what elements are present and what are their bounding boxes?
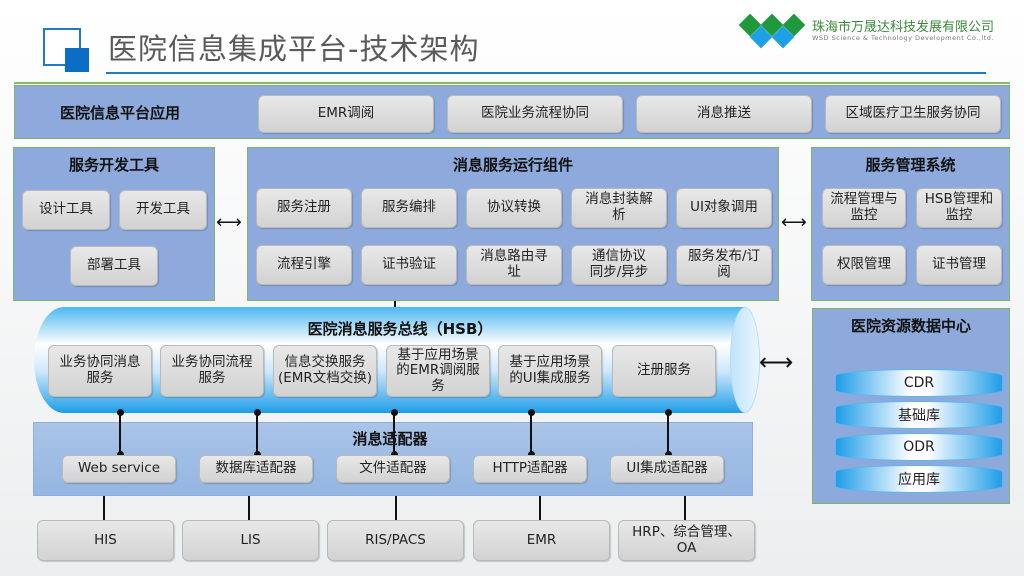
runtime-item-sync[interactable]: 通信协议同步/异步 [571, 245, 667, 285]
connector-line [684, 496, 686, 520]
connector-line [539, 496, 541, 520]
bus-item-ui-scene[interactable]: 基于应用场景的UI集成服务 [498, 345, 602, 397]
title-logo-fill [65, 48, 89, 72]
connector-line [394, 301, 396, 309]
management-panel: 服务管理系统 流程管理与监控 HSB管理和监控 权限管理 证书管理 [811, 147, 1010, 301]
runtime-item-engine[interactable]: 流程引擎 [256, 245, 352, 285]
adapter-database[interactable]: 数据库适配器 [199, 455, 313, 483]
bus-item-msg[interactable]: 业务协同消息服务 [48, 345, 152, 397]
adapter-file[interactable]: 文件适配器 [336, 455, 450, 483]
connector-line [256, 412, 258, 454]
system-ris-pacs[interactable]: RIS/PACS [327, 520, 464, 561]
adapter-title: 消息适配器 [352, 430, 428, 448]
connector-dot [254, 451, 261, 458]
runtime-item-register[interactable]: 服务注册 [256, 188, 352, 228]
db-cdr[interactable]: CDR [835, 369, 1003, 397]
bidirectional-arrow-icon: ⟷ [216, 212, 242, 233]
connector-line [119, 412, 121, 454]
app-item-emr-view[interactable]: EMR调阅 [258, 95, 434, 133]
management-title: 服务管理系统 [865, 156, 956, 174]
adapter-ui[interactable]: UI集成适配器 [610, 455, 724, 483]
company-logo-icon [736, 13, 806, 49]
runtime-item-protocol[interactable]: 协议转换 [466, 188, 562, 228]
bus-item-exchange[interactable]: 信息交换服务(EMR文档交换) [273, 345, 377, 397]
connector-dot [391, 451, 398, 458]
runtime-item-routing[interactable]: 消息路由寻址 [466, 245, 562, 285]
system-emr[interactable]: EMR [473, 520, 610, 561]
dev-item-develop[interactable]: 开发工具 [119, 190, 207, 230]
page-title: 医院信息集成平台-技术架构 [108, 32, 480, 66]
runtime-title: 消息服务运行组件 [452, 156, 573, 174]
mgmt-item-hsb[interactable]: HSB管理和监控 [916, 188, 1002, 228]
runtime-item-ui-call[interactable]: UI对象调用 [676, 188, 772, 228]
system-lis[interactable]: LIS [182, 520, 319, 561]
connector-line [530, 412, 532, 454]
runtime-item-orchestrate[interactable]: 服务编排 [361, 188, 457, 228]
runtime-item-pubsub[interactable]: 服务发布/订阅 [676, 245, 772, 285]
app-item-workflow[interactable]: 医院业务流程协同 [447, 95, 623, 133]
connector-line [395, 496, 397, 520]
mgmt-item-cert[interactable]: 证书管理 [916, 245, 1002, 285]
data-center-panel: 医院资源数据中心 CDR 基础库 ODR 应用库 [812, 308, 1010, 504]
connector-line [103, 496, 105, 520]
runtime-item-parse[interactable]: 消息封装解析 [571, 188, 667, 228]
data-center-title: 医院资源数据中心 [850, 317, 971, 335]
hsb-bus-end [730, 307, 760, 413]
runtime-panel: 消息服务运行组件 服务注册 服务编排 协议转换 消息封装解析 UI对象调用 流程… [247, 147, 779, 301]
dev-tools-panel: 服务开发工具 设计工具 开发工具 部署工具 [13, 147, 215, 301]
dev-item-deploy[interactable]: 部署工具 [70, 246, 158, 286]
connector-dot [117, 451, 124, 458]
system-his[interactable]: HIS [37, 520, 174, 561]
connector-line [248, 496, 250, 520]
app-item-push[interactable]: 消息推送 [636, 95, 812, 133]
app-item-regional[interactable]: 区域医疗卫生服务协同 [825, 95, 1001, 133]
connector-line [667, 412, 669, 454]
connector-dot [528, 451, 535, 458]
mgmt-item-permission[interactable]: 权限管理 [822, 245, 906, 285]
adapter-webservice[interactable]: Web service [62, 455, 176, 483]
title-logo-outline [43, 28, 81, 66]
mgmt-item-process[interactable]: 流程管理与监控 [822, 188, 906, 228]
connector-dot [665, 451, 672, 458]
bus-title: 医院消息服务总线（HSB） [307, 320, 493, 338]
runtime-item-cert[interactable]: 证书验证 [361, 245, 457, 285]
company-name-cn: 珠海市万晟达科技发展有限公司 [812, 20, 995, 35]
bus-item-flow[interactable]: 业务协同流程服务 [160, 345, 264, 397]
db-odr[interactable]: ODR [835, 433, 1003, 461]
db-app[interactable]: 应用库 [835, 465, 1003, 493]
connector-line [393, 412, 395, 454]
bidirectional-arrow-icon: ⟷ [781, 212, 807, 233]
title-underline [106, 72, 986, 74]
bus-item-emr-scene[interactable]: 基于应用场景的EMR调阅服务 [386, 345, 490, 397]
bidirectional-arrow-icon: ⟷ [759, 348, 794, 376]
dev-item-design[interactable]: 设计工具 [22, 190, 110, 230]
company-name-en: WSD Science & Technology Development Co.… [812, 34, 994, 42]
header-divider [14, 82, 1010, 84]
bus-item-register[interactable]: 注册服务 [612, 345, 716, 397]
system-hrp[interactable]: HRP、综合管理、OA [618, 520, 755, 561]
adapter-http[interactable]: HTTP适配器 [473, 455, 587, 483]
db-base[interactable]: 基础库 [835, 401, 1003, 429]
app-layer-panel: 医院信息平台应用 EMR调阅 医院业务流程协同 消息推送 区域医疗卫生服务协同 [14, 85, 1010, 139]
app-layer-title: 医院信息平台应用 [59, 104, 180, 122]
dev-tools-title: 服务开发工具 [68, 156, 159, 174]
